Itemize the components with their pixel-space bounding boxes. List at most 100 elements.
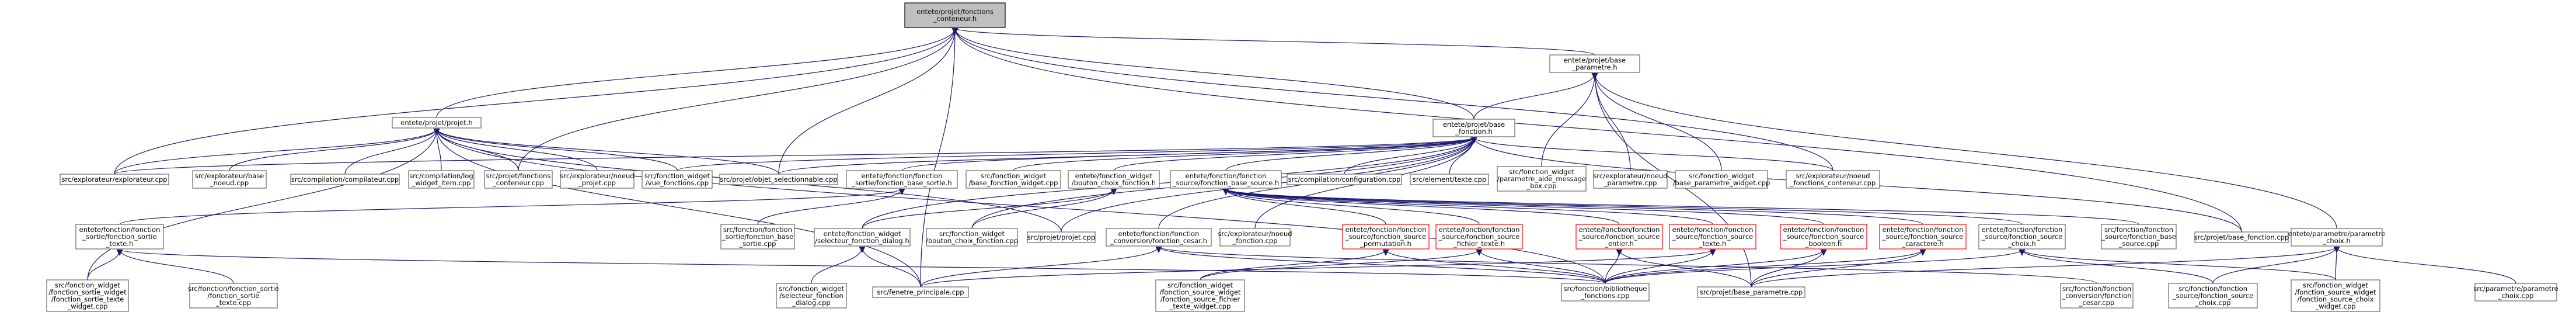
node-label-line[interactable]: src/explorateur/explorateur.cpp	[61, 175, 167, 183]
node-box[interactable]	[1978, 224, 2066, 250]
graph-node-noeud_fc_cpp[interactable]: src/explorateur/noeud_fonctions_conteneu…	[1786, 170, 1880, 189]
node-label-line[interactable]: _widget.cpp	[2314, 302, 2355, 310]
node-label-line[interactable]: _box.cpp	[1526, 182, 1556, 190]
node-label-line[interactable]: entete/projet/projet.h	[400, 119, 472, 127]
node-label-line[interactable]: entete/projet/base	[1443, 120, 1505, 129]
node-box[interactable]	[965, 170, 1061, 189]
node-box[interactable]	[776, 283, 847, 309]
graph-node-bouton_choix_h[interactable]: entete/fonction_widget/bouton_choix_fonc…	[1068, 170, 1160, 189]
node-label-line[interactable]: _conteneur.cpp	[492, 179, 544, 187]
graph-node-fichier_widget_cpp[interactable]: src/fonction_widget/fonction_source_widg…	[1155, 279, 1245, 312]
graph-node-param_aide_cpp[interactable]: src/fonction_widget/parametre_aide_messa…	[1497, 166, 1587, 192]
node-label-line[interactable]: src/projet/base_parametre.cpp	[1700, 288, 1803, 296]
node-label-line[interactable]: src/fonction_widget	[644, 172, 710, 180]
node-label-line[interactable]: entete/fonction/fonction	[1982, 226, 2063, 234]
graph-node-base_fonction_cpp[interactable]: src/projet/base_fonction.cpp	[2194, 231, 2289, 243]
node-box[interactable]	[408, 170, 475, 189]
graph-node-source_choix_cpp[interactable]: src/fonction/fonction_source/fonction_so…	[2168, 283, 2258, 309]
node-box[interactable]	[1155, 279, 1245, 312]
node-box[interactable]	[1106, 228, 1212, 247]
node-label-line[interactable]: _projet.cpp	[578, 179, 616, 187]
graph-node-projet_cpp[interactable]: src/projet/projet.cpp	[1027, 231, 1096, 243]
node-label-line[interactable]: _widget.cpp	[67, 302, 107, 310]
node-label-line[interactable]: entete/fonction/fonction	[1672, 226, 1754, 234]
node-label-line[interactable]: /fonction_source_choix	[2298, 295, 2374, 303]
node-label-line[interactable]: src/compilation/compilateur.cpp	[291, 175, 399, 183]
graph-node-conv_cesar_cpp[interactable]: src/fonction/fonction_conversion/fonctio…	[2060, 283, 2134, 309]
graph-node-src_texte_h[interactable]: entete/fonction/fonction_source/fonction…	[1669, 224, 1756, 250]
node-label-line[interactable]: src/fonction_widget	[939, 230, 1005, 238]
node-box[interactable]	[1669, 224, 1756, 250]
node-box[interactable]	[1027, 231, 1096, 243]
node-box[interactable]	[1287, 174, 1402, 185]
node-box[interactable]	[1697, 286, 1805, 298]
node-label-line[interactable]: src/fonction/fonction	[2062, 285, 2131, 293]
node-box[interactable]	[720, 224, 795, 250]
node-label-line[interactable]: src/fonction_widget	[981, 172, 1046, 180]
node-box[interactable]	[1068, 170, 1160, 189]
node-box[interactable]	[719, 174, 838, 185]
node-label-line[interactable]: src/element/texte.cpp	[1413, 175, 1486, 183]
node-label-line[interactable]: src/explorateur/base	[195, 172, 264, 180]
graph-node-bouton_choix_cpp[interactable]: src/fonction_widget/bouton_choix_fonctio…	[926, 228, 1018, 247]
graph-node-sortie_texte_h[interactable]: entete/fonction/fonction_sortie/fonction…	[75, 224, 164, 250]
node-box[interactable]	[872, 286, 969, 298]
graph-node-projet_h[interactable]: entete/projet/projet.h	[392, 117, 482, 129]
graph-node-bibliotheque_cpp[interactable]: src/fonction/bibliotheque_fonctions.cpp	[1561, 283, 1650, 302]
node-box[interactable]	[1497, 166, 1587, 192]
node-label-line[interactable]: _texte.h	[1699, 240, 1726, 248]
node-label-line[interactable]: /fonction_source_widget	[2295, 288, 2376, 296]
node-box[interactable]	[1879, 224, 1967, 250]
node-label-line[interactable]: _source/fonction_source	[1981, 233, 2062, 241]
node-box[interactable]	[290, 174, 400, 185]
node-label-line[interactable]: _entier.h	[1604, 240, 1634, 248]
node-box[interactable]	[1675, 170, 1768, 189]
node-box[interactable]	[1575, 224, 1663, 250]
graph-node-explorateur_cpp[interactable]: src/explorateur/explorateur.cpp	[60, 174, 169, 185]
node-label-line[interactable]: entete/parametre/parametre	[2288, 230, 2385, 238]
graph-node-src_choix_h[interactable]: entete/fonction/fonction_source/fonction…	[1978, 224, 2066, 250]
node-label-line[interactable]: /fonction_source_fichier	[1160, 295, 1240, 303]
node-box[interactable]	[1170, 170, 1282, 189]
node-box[interactable]	[60, 174, 169, 185]
graph-node-fonction_sortie_h[interactable]: entete/fonction/fonction_sortie/fonction…	[846, 170, 958, 189]
node-label-line[interactable]: entete/fonction/fonction	[1345, 226, 1427, 234]
graph-node-base_source_cpp[interactable]: src/fonction/fonction_source/fonction_ba…	[2101, 224, 2177, 250]
node-label-line[interactable]: _source/fonction_source	[1438, 233, 1519, 241]
node-label-line[interactable]: _choix.h	[2007, 240, 2035, 248]
node-box[interactable]	[1342, 224, 1430, 250]
node-label-line[interactable]: /bouton_choix_fonction.cpp	[926, 237, 1018, 245]
node-label-line[interactable]: entete/fonction/fonction	[1439, 226, 1520, 234]
node-label-line[interactable]: _source/fonction_source	[1882, 233, 1963, 241]
graph-node-base_fw_cpp[interactable]: src/fonction_widget/base_fonction_widget…	[965, 170, 1061, 189]
graph-node-compilateur_cpp[interactable]: src/compilation/compilateur.cpp	[290, 174, 400, 185]
node-label-line[interactable]: /fonction_source_widget	[1159, 288, 1241, 296]
node-box[interactable]	[1219, 228, 1291, 247]
node-box[interactable]	[642, 170, 713, 189]
graph-node-base_fonction_h[interactable]: entete/projet/base_fonction.h	[1432, 119, 1515, 137]
node-label-line[interactable]: _sortie.cpp	[739, 240, 776, 248]
node-label-line[interactable]: /bouton_choix_fonction.h	[1072, 179, 1156, 187]
node-label-line[interactable]: src/fonction_widget	[2303, 281, 2368, 289]
node-label-line[interactable]: src/fonction_widget	[1509, 168, 1574, 176]
graph-node-fonctions_cont_cpp[interactable]: src/projet/fonctions_conteneur.cpp	[484, 170, 553, 189]
node-box[interactable]	[189, 283, 278, 309]
node-label-line[interactable]: src/fonction/fonction	[723, 226, 792, 234]
node-label-line[interactable]: /fonction_sortie_texte	[51, 295, 124, 303]
node-box[interactable]	[2291, 279, 2380, 312]
node-label-line[interactable]: src/fonction_widget	[1167, 281, 1233, 289]
node-label-line[interactable]: /base_parametre_widget.cpp	[1673, 179, 1770, 187]
node-box[interactable]	[846, 170, 958, 189]
node-label-line[interactable]: _texte.cpp	[215, 299, 251, 307]
graph-node-vue_fonctions_cpp[interactable]: src/fonction_widget/vue_fonctions.cpp	[642, 170, 713, 189]
graph-node-conversion_h[interactable]: entete/fonction/fonction_conversion/fonc…	[1106, 228, 1212, 247]
node-label-line[interactable]: src/compilation/configuration.cpp	[1288, 175, 1401, 183]
node-label-line[interactable]: entete/fonction/fonction	[1579, 226, 1660, 234]
node-label-line[interactable]: _noeud.cpp	[210, 179, 249, 187]
graph-node-src_entier_h[interactable]: entete/fonction/fonction_source/fonction…	[1575, 224, 1663, 250]
graph-node-noeud_fonction_cpp[interactable]: src/explorateur/noeud_fonction.cpp	[1218, 228, 1292, 247]
graph-node-param_choix_cpp[interactable]: src/parametre/parametre_choix.cpp	[2473, 283, 2558, 302]
node-label-line[interactable]: /parametre_aide_message	[1497, 175, 1586, 183]
node-box[interactable]	[814, 228, 911, 247]
node-box[interactable]	[46, 279, 129, 312]
